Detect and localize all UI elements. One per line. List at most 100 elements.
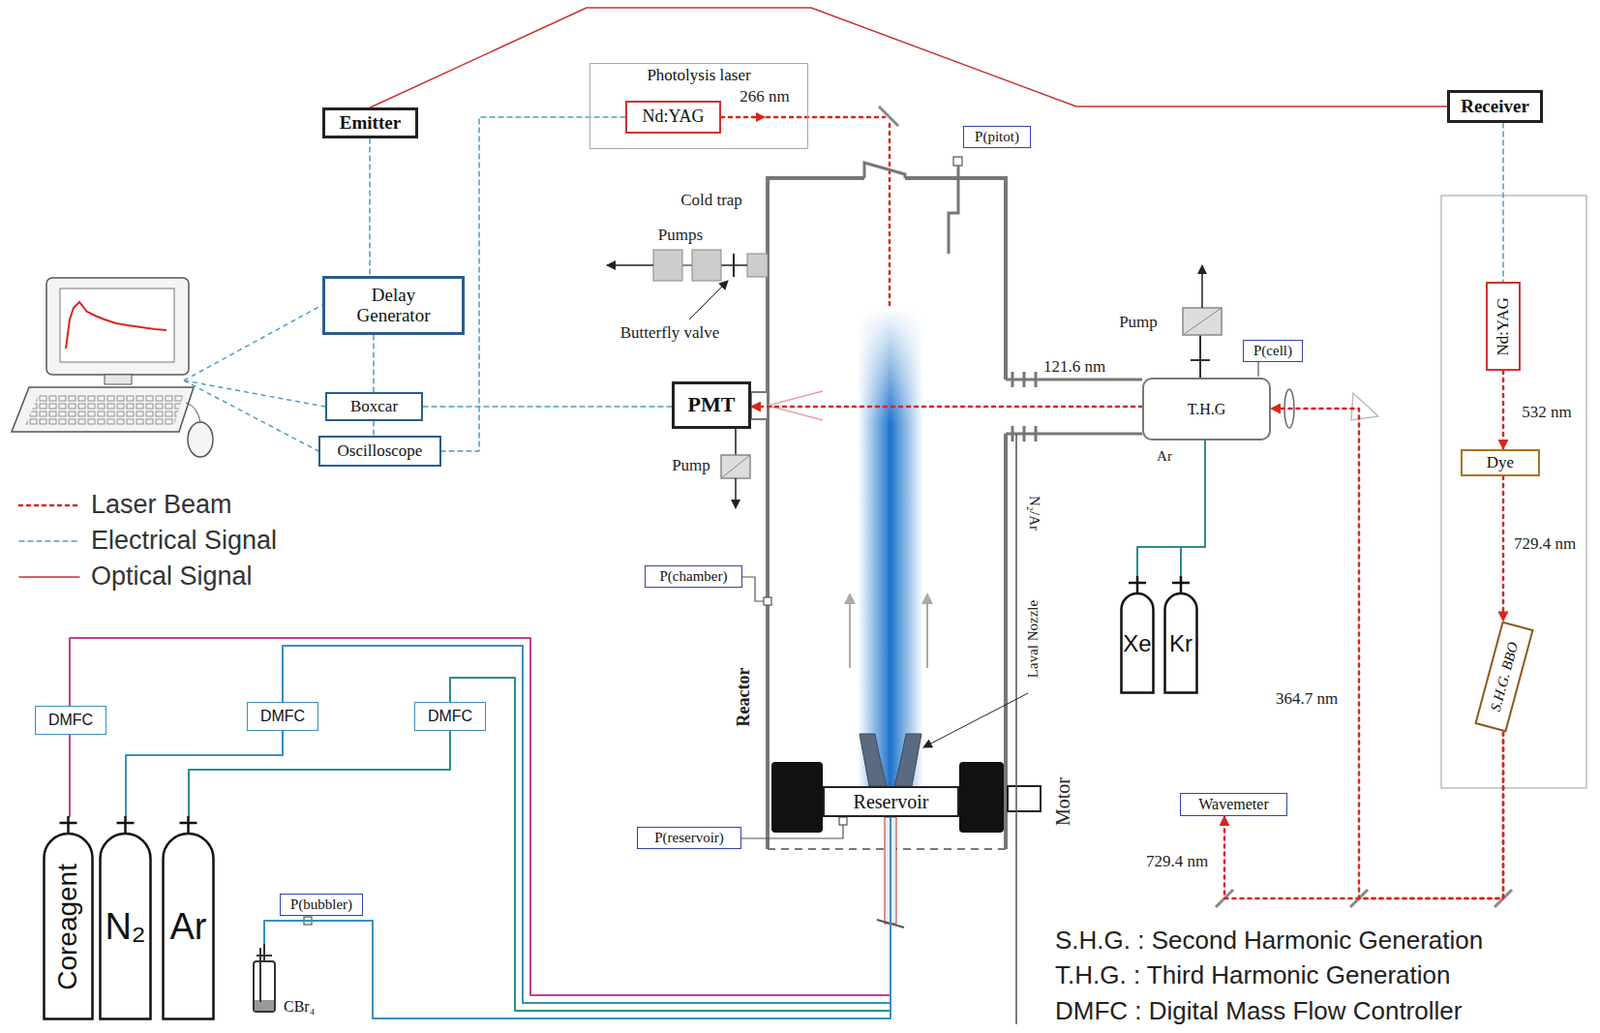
pmt-optics bbox=[767, 391, 823, 406]
mirror bbox=[878, 106, 899, 126]
gas-cylinder-outline bbox=[117, 821, 135, 825]
thg-pump bbox=[1182, 265, 1222, 378]
node-label: N₂ bbox=[104, 906, 146, 948]
laval-nozzle bbox=[894, 733, 922, 786]
legend-item: Electrical Signal bbox=[17, 523, 277, 559]
computer-signal-lines bbox=[183, 380, 326, 407]
device-box: Oscilloscope bbox=[318, 435, 442, 467]
pmt-optics bbox=[734, 428, 737, 455]
laval-leader bbox=[923, 693, 1028, 748]
vacuum-pumps bbox=[689, 280, 728, 320]
node-label: Receiver bbox=[1460, 96, 1530, 118]
gas-cylinder-outline bbox=[1165, 593, 1198, 694]
node-label: DMFC bbox=[260, 707, 305, 725]
vacuum-pumps bbox=[747, 253, 768, 277]
wavelength-label: 364.7 nm bbox=[1273, 689, 1340, 709]
computer-signal-lines bbox=[183, 304, 323, 381]
pressure-leaders bbox=[839, 816, 847, 825]
gas-cylinder: Coreagent bbox=[42, 815, 94, 1021]
side-arm bbox=[1011, 425, 1015, 442]
side-arm bbox=[1023, 425, 1027, 442]
part-label: Pumps bbox=[656, 225, 705, 245]
pressure-gauge: P(bubbler) bbox=[279, 893, 363, 916]
thg-pump bbox=[1199, 334, 1202, 378]
node-label: Boxcar bbox=[350, 397, 398, 417]
node-label: Kr bbox=[1169, 631, 1193, 657]
connector bbox=[1180, 440, 1206, 576]
part-label: Cold trap bbox=[678, 190, 745, 211]
node-label: DMFC bbox=[48, 711, 93, 729]
reservoir-mount bbox=[771, 761, 823, 833]
pmt-optics bbox=[734, 478, 737, 509]
connector bbox=[1502, 370, 1506, 450]
pressure-leaders bbox=[1257, 361, 1259, 377]
node-label: Xe bbox=[1122, 631, 1151, 657]
flow-controller: DMFC bbox=[414, 701, 486, 731]
node-label: P(chamber) bbox=[660, 568, 728, 585]
reservoir-mount bbox=[959, 761, 1004, 833]
reservoir-mount bbox=[771, 761, 1041, 928]
laval-nozzle bbox=[859, 733, 887, 786]
gas-cylinder-outline bbox=[60, 821, 78, 825]
computer-signal-lines bbox=[183, 380, 319, 452]
pmt-optics bbox=[721, 454, 751, 479]
node-label: Ar bbox=[170, 906, 208, 948]
connector bbox=[372, 334, 375, 393]
bubbler-outline bbox=[256, 954, 272, 957]
gas-cylinder-outline bbox=[1136, 575, 1140, 594]
gas-cylinder-outline bbox=[186, 815, 190, 834]
laval-nozzle bbox=[859, 733, 922, 786]
vacuum-pumps bbox=[606, 264, 654, 267]
gas-cylinder-outline bbox=[1172, 581, 1190, 585]
connector bbox=[1502, 122, 1505, 282]
node-label: T.H.G bbox=[1187, 400, 1227, 419]
gas-cylinder-outline bbox=[1128, 581, 1147, 585]
pressure-gauge: P(cell) bbox=[1242, 339, 1303, 363]
pressure-leaders bbox=[763, 597, 772, 605]
vacuum-pumps bbox=[606, 249, 768, 320]
legend-text: Electrical Signal bbox=[90, 526, 277, 556]
dye-laser-box: Dye bbox=[1460, 449, 1540, 477]
abbreviation-note: DMFC : Digital Mass Flow Controller bbox=[1053, 996, 1464, 1027]
side-arm bbox=[1005, 432, 1143, 436]
abbreviation-note: S.H.G. : Second Harmonic Generation bbox=[1053, 926, 1485, 956]
connector bbox=[441, 117, 626, 452]
connector bbox=[68, 734, 71, 816]
computer-illustration bbox=[65, 301, 167, 349]
reactor-chamber bbox=[767, 178, 1006, 849]
bubbler-outline bbox=[253, 961, 275, 1012]
computer-illustration bbox=[60, 288, 175, 363]
node-label: Wavemeter bbox=[1198, 795, 1268, 814]
flow-arrows bbox=[848, 594, 851, 668]
gas-cylinder-outline bbox=[44, 833, 93, 1020]
legend-item: Optical Signal bbox=[17, 559, 253, 595]
vacuum-pumps bbox=[692, 249, 722, 281]
reservoir-mount bbox=[1007, 785, 1041, 812]
legend-sample bbox=[19, 575, 80, 578]
gas-cylinder: Ar bbox=[161, 815, 215, 1021]
part-label: Ar bbox=[1154, 448, 1175, 465]
photolysis-beam bbox=[721, 116, 765, 120]
purge-gas-line bbox=[1015, 433, 1018, 1025]
wavelength-label: 729.4 nm bbox=[1144, 851, 1210, 872]
gas-cylinder-outline bbox=[163, 833, 214, 1020]
side-arm bbox=[1005, 378, 1143, 382]
legend-text: Laser Beam bbox=[90, 490, 233, 520]
wavelength-label: 532 nm bbox=[1519, 402, 1573, 423]
side-arm bbox=[1023, 371, 1027, 388]
gas-cylinder: N₂ bbox=[98, 815, 152, 1021]
crystal-box: S.H.G. BBO bbox=[1474, 620, 1534, 732]
connector bbox=[370, 7, 1449, 108]
node-label: DMFC bbox=[427, 707, 473, 725]
reactor-chamber bbox=[864, 162, 906, 179]
connector bbox=[69, 637, 891, 996]
node-label: P(bubbler) bbox=[290, 896, 353, 913]
node-label: Reservoir bbox=[853, 790, 930, 813]
legend-item: Laser Beam bbox=[17, 487, 233, 523]
computer-illustration bbox=[46, 277, 189, 375]
gas-cylinder-outline bbox=[1179, 575, 1183, 594]
part-label: 266 nm bbox=[737, 87, 791, 107]
thg-pump bbox=[1182, 307, 1222, 335]
bubbler: CBr₄ bbox=[250, 943, 278, 1014]
